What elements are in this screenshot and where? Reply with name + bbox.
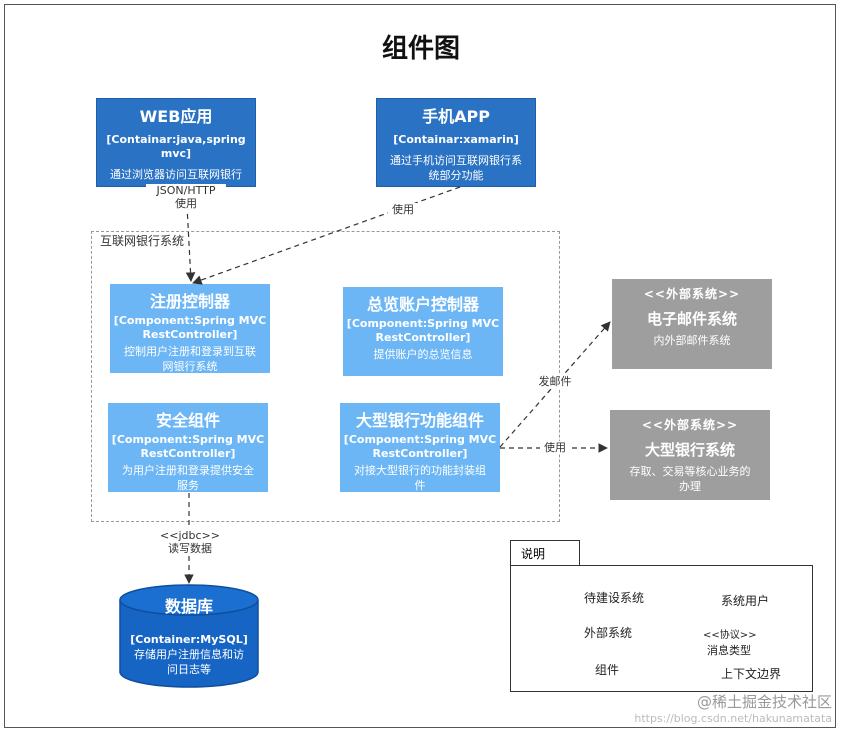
edge-mobile-to-register: [192, 186, 461, 285]
container-desc: 通过手机访问互联网银行系 统部分功能: [390, 154, 522, 182]
watermark-url: https://blog.csdn.net/hakunamatata: [634, 712, 832, 725]
register-controller-component[interactable]: 注册控制器 [Component:Spring MVC RestControll…: [110, 284, 270, 373]
container-name: WEB应用: [139, 107, 213, 126]
component-tech: [Component:Spring MVC RestController]: [111, 433, 265, 460]
legend-label-context-boundary: 上下文边界: [721, 667, 782, 681]
edge-label-send-email: 发邮件: [530, 375, 580, 388]
external-stereotype: <<外部系统>>: [641, 418, 739, 432]
legend-label-system-user: 系统用户: [721, 594, 770, 608]
email-system-external[interactable]: <<外部系统>> 电子邮件系统 内外部邮件系统: [612, 279, 772, 369]
container-name: 手机APP: [422, 107, 490, 126]
component-tech: [Component:Spring MVC RestController]: [113, 314, 267, 341]
component-name: 注册控制器: [149, 292, 230, 311]
component-desc: 为用户注册和登录提供安全 服务: [122, 464, 254, 492]
edge-label-jdbc: <<jdbc>> 读写数据: [150, 529, 230, 555]
database-container[interactable]: 数据库 [Container:MySQL] 存储用户注册信息和访 问日志等: [120, 589, 258, 679]
component-name: 总览账户控制器: [366, 295, 479, 314]
system-boundary-label: 互联网银行系统: [100, 234, 185, 248]
mobile-app-container[interactable]: 手机APP [Containar:xamarin] 通过手机访问互联网银行系 统…: [376, 98, 536, 187]
web-app-container[interactable]: WEB应用 [Containar:java,spring mvc] 通过浏览器访…: [96, 98, 256, 196]
edge-label-web-register: JSON/HTTP 使用: [146, 184, 226, 210]
external-desc: 内外部邮件系统: [653, 334, 731, 347]
external-stereotype: <<外部系统>>: [643, 287, 741, 301]
container-tech: [Containar:xamarin]: [393, 133, 519, 146]
legend-label-component: 组件: [595, 663, 620, 677]
external-name: 电子邮件系统: [646, 310, 737, 328]
watermark-logo: @稀土掘金技术社区: [696, 693, 832, 711]
external-desc: 存取、交易等核心业务的 办理: [629, 465, 751, 493]
database-desc: 存储用户注册信息和访 问日志等: [134, 648, 244, 676]
external-name: 大型银行系统: [644, 441, 735, 459]
component-tech: [Component:Spring MVC RestController]: [346, 317, 500, 344]
component-desc: 对接大型银行的功能封装组 件: [354, 464, 486, 492]
legend-label-message-type: 消息类型: [707, 644, 751, 657]
legend-label-to-build: 待建设系统: [584, 591, 645, 605]
component-tech: [Component:Spring MVC RestController]: [343, 433, 497, 460]
database-name: 数据库: [164, 597, 213, 616]
legend-panel: [510, 565, 813, 692]
component-name: 大型银行功能组件: [355, 411, 484, 430]
edge-label-mobile-register: 使用: [388, 203, 418, 216]
database-tech: [Container:MySQL]: [130, 633, 248, 646]
component-name: 安全组件: [155, 411, 220, 430]
legend-label-external: 外部系统: [584, 626, 633, 640]
diagram-title: 组件图: [381, 34, 460, 64]
diagram-frame: [4, 4, 836, 728]
component-desc: 提供账户的总览信息: [373, 348, 473, 361]
bank-function-component[interactable]: 大型银行功能组件 [Component:Spring MVC RestContr…: [340, 403, 500, 492]
edge-web-to-register: [185, 186, 196, 282]
database-cylinder[interactable]: [119, 584, 259, 688]
watermark: @稀土掘金技术社区 https://blog.csdn.net/hakunama…: [634, 691, 832, 725]
edge-label-use-bank: 使用: [540, 441, 570, 454]
security-component[interactable]: 安全组件 [Component:Spring MVC RestControlle…: [108, 403, 268, 492]
bank-system-external[interactable]: <<外部系统>> 大型银行系统 存取、交易等核心业务的 办理: [610, 410, 770, 500]
legend-tab: 说明: [510, 540, 580, 566]
legend-label-protocol: <<协议>>: [703, 626, 757, 641]
container-tech: [Containar:java,spring mvc]: [106, 133, 246, 160]
overview-controller-component[interactable]: 总览账户控制器 [Component:Spring MVC RestContro…: [343, 287, 503, 376]
component-desc: 控制用户注册和登录到互联 网银行系统: [124, 345, 256, 373]
